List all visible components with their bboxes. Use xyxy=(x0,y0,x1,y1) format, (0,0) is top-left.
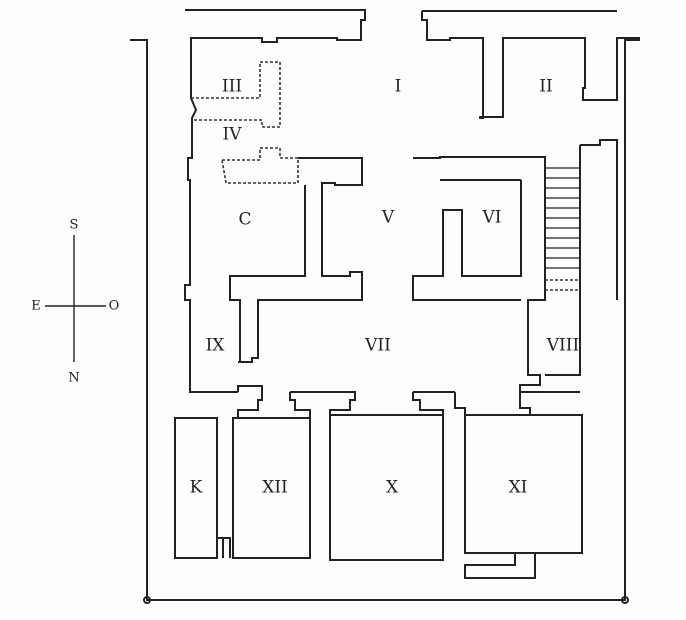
enclosure-wall xyxy=(130,39,640,604)
room-label-xi: XI xyxy=(509,478,528,498)
compass-south: S xyxy=(70,218,79,233)
room-label-v: V xyxy=(381,208,395,228)
room-label-k: K xyxy=(190,478,203,498)
staircase xyxy=(544,160,581,300)
room-xi-walls xyxy=(464,414,583,554)
room-k-walls xyxy=(174,417,218,559)
room-c-walls xyxy=(229,157,363,363)
room-label-x: X xyxy=(386,478,399,498)
room-x-walls xyxy=(329,414,444,561)
room-label-vi: VI xyxy=(482,208,502,228)
room-vi-walls xyxy=(412,156,580,393)
room-xii-walls xyxy=(232,417,311,559)
room-label-vii: VII xyxy=(364,336,391,356)
top-wall-right xyxy=(421,10,640,119)
compass-west: O xyxy=(109,299,120,314)
compass-rose: S N E O xyxy=(31,218,119,386)
room-label-ii: II xyxy=(539,77,552,97)
room-label-viii: VIII xyxy=(546,336,579,356)
room-label-iii: III xyxy=(222,77,242,97)
room-label-xii: XII xyxy=(262,478,288,498)
room-xi-annex xyxy=(464,553,536,579)
compass-east: E xyxy=(31,299,41,314)
room-k-annex xyxy=(217,537,231,558)
compass-north: N xyxy=(68,371,79,386)
row-divider xyxy=(237,385,531,418)
room-label-i: I xyxy=(395,77,402,97)
room-label-iv: IV xyxy=(223,125,243,145)
room-iii-partition xyxy=(191,61,281,128)
room-label-c: C xyxy=(238,210,251,230)
room-label-ix: IX xyxy=(206,336,226,356)
room-iv-partition xyxy=(221,147,299,184)
